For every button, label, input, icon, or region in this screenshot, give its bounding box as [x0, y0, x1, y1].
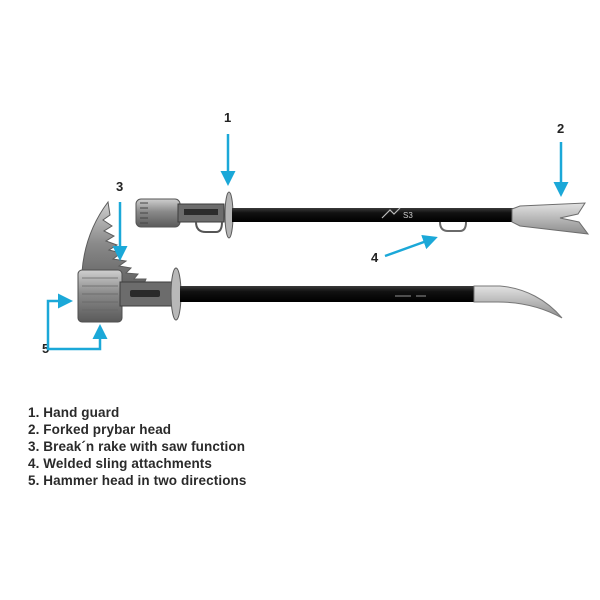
callout-5-arrow-right: [56, 324, 108, 351]
top-tool: S3: [135, 191, 590, 239]
top-striker-knurl: [140, 202, 148, 224]
forked-prybar-head: [511, 202, 590, 235]
callout-2-number: 2: [557, 121, 564, 136]
hammer-face-lines: [82, 277, 118, 311]
callout-5-number: 5: [42, 341, 49, 356]
legend-item-forked-prybar: 2. Forked prybar head: [28, 422, 172, 437]
legend-item-hammer-head: 5. Hammer head in two directions: [28, 473, 247, 488]
legend-item-hand-guard: 1. Hand guard: [28, 405, 120, 420]
callout-4-arrow: [384, 235, 438, 258]
legend-item-rake-saw: 3. Break´n rake with saw function: [28, 439, 246, 454]
callout-4-number: 4: [371, 250, 379, 265]
curved-pry-tip: [473, 285, 563, 319]
bottom-hand-guard: [170, 267, 182, 321]
top-handle-mark: S3: [403, 211, 413, 220]
top-logo-mark: [381, 207, 401, 219]
feature-legend: 1. Hand guard 2. Forked prybar head 3. B…: [28, 404, 247, 489]
bottom-tool: [77, 200, 563, 323]
top-sling-loop-left: [195, 221, 223, 233]
top-hand-guard: [224, 191, 234, 239]
callout-3-number: 3: [116, 179, 123, 194]
legend-item-sling-attachments: 4. Welded sling attachments: [28, 456, 212, 471]
callout-1-number: 1: [224, 110, 231, 125]
top-handle: [232, 208, 514, 222]
bottom-handle: [180, 286, 476, 302]
top-sleeve-mark: [184, 209, 218, 215]
callout-5-arrow-up: [46, 293, 73, 351]
top-sling-loop-right: [439, 221, 467, 232]
bottom-sleeve-slot: [130, 290, 160, 297]
